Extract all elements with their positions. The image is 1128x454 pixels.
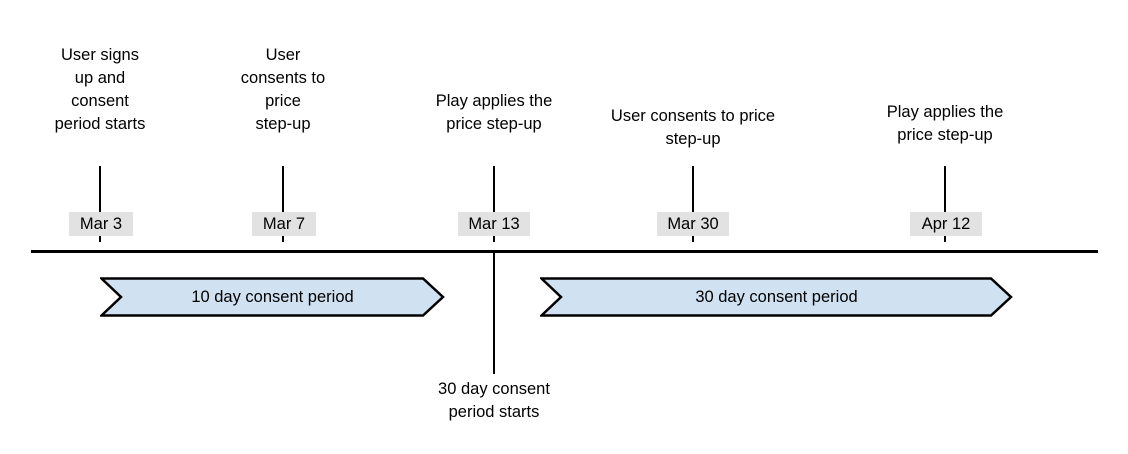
- timeline-axis: [31, 250, 1098, 253]
- tick-mar-13-extension: [493, 252, 495, 374]
- date-chip-mar-13: Mar 13: [458, 212, 530, 236]
- date-chip-mar-3: Mar 3: [69, 212, 133, 236]
- below-axis-note-mar-13: 30 day consent period starts: [438, 380, 550, 421]
- date-chip-mar-7: Mar 7: [252, 212, 316, 236]
- tick-mar-3: [99, 166, 101, 242]
- event-label-mar-13: Play applies the price step-up: [435, 92, 553, 133]
- event-label-mar-7: User consents to price step-up: [240, 46, 326, 133]
- consent-period-banner-thirty-day: 30 day consent period: [540, 277, 1013, 317]
- tick-apr-12: [944, 166, 946, 242]
- date-chip-apr-12: Apr 12: [910, 212, 982, 236]
- tick-mar-30: [692, 166, 694, 242]
- event-label-mar-3: User signs up and consent period starts: [54, 46, 146, 133]
- event-label-mar-30: User consents to price step-up: [610, 107, 776, 148]
- date-chip-mar-30: Mar 30: [657, 212, 729, 236]
- consent-period-banner-ten-day: 10 day consent period: [100, 277, 445, 317]
- event-label-apr-12: Play applies the price step-up: [886, 103, 1004, 144]
- tick-mar-13: [493, 166, 495, 242]
- tick-mar-7: [282, 166, 284, 242]
